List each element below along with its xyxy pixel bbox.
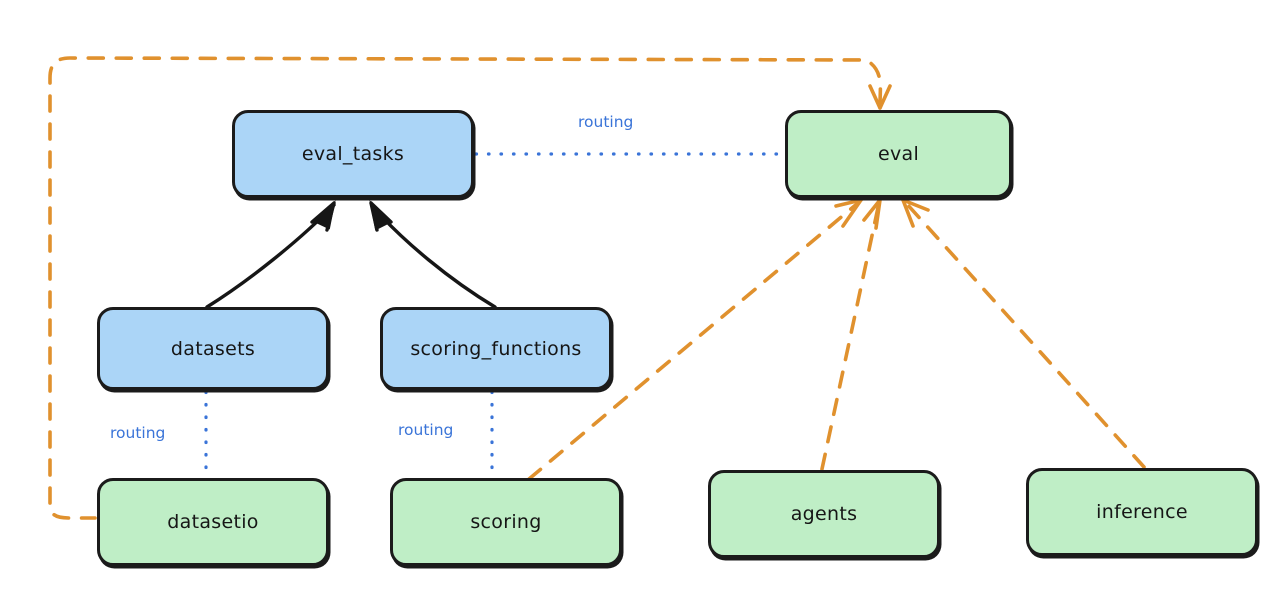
edge-agents-eval (820, 198, 882, 471)
node-scoring[interactable]: scoring (390, 478, 622, 566)
node-label: scoring_functions (410, 337, 582, 360)
node-label: datasets (170, 337, 256, 360)
edge-inference-eval (901, 198, 1146, 469)
node-label: eval_tasks (301, 143, 405, 165)
edge-label-routing-eval: routing (578, 113, 634, 131)
node-inference[interactable]: inference (1026, 468, 1258, 556)
node-datasetio[interactable]: datasetio (97, 478, 329, 566)
edge-scoring_functions-eval_tasks (369, 199, 497, 309)
node-agents[interactable]: agents (708, 470, 940, 558)
node-label: eval (877, 143, 920, 165)
node-datasets[interactable]: datasets (97, 307, 329, 390)
node-scoring-functions[interactable]: scoring_functions (380, 307, 612, 390)
node-eval[interactable]: eval (785, 110, 1012, 198)
edge-datasets-eval_tasks (205, 200, 336, 309)
node-label: agents (790, 503, 858, 525)
node-eval-tasks[interactable]: eval_tasks (232, 110, 474, 198)
edge-label-routing-scoring: routing (398, 421, 454, 439)
edge-label-routing-datasetio: routing (110, 424, 166, 442)
node-label: scoring (470, 511, 542, 533)
node-label: datasetio (167, 511, 259, 533)
node-label: inference (1096, 501, 1188, 523)
